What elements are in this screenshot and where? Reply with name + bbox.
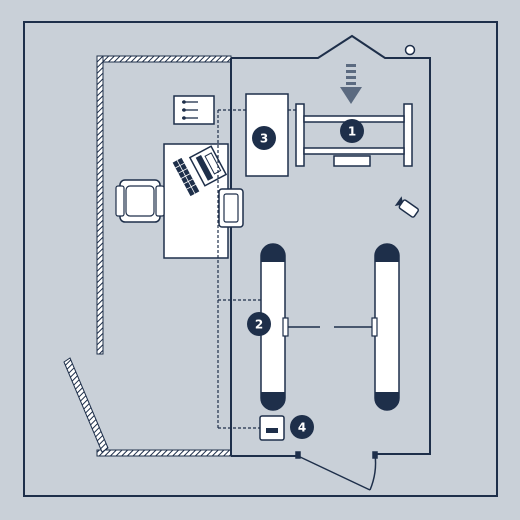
station-marker-2: 2 <box>247 312 271 336</box>
station-marker-4: 4 <box>290 415 314 439</box>
security-camera-icon <box>394 196 420 218</box>
wheel-balancer-icon <box>218 188 244 228</box>
vehicle-lift-icon <box>260 243 400 411</box>
station-label-2: 2 <box>255 318 263 332</box>
station-marker-3: 3 <box>252 126 276 150</box>
site-boundary <box>23 21 498 497</box>
cable-routes <box>217 109 296 429</box>
down-arrow-icon <box>340 64 362 104</box>
power-outlet-icon <box>259 415 285 441</box>
workshop-door <box>295 451 378 491</box>
office-chair-icon <box>115 179 165 223</box>
electrical-panel-icon <box>173 95 215 125</box>
lamp-icon <box>404 44 416 56</box>
station-label-3: 3 <box>260 132 268 146</box>
station-label-4: 4 <box>298 421 306 435</box>
workshop-walls <box>230 34 431 457</box>
keyboard-icon <box>172 157 200 197</box>
station-label-1: 1 <box>348 125 356 139</box>
station-marker-1: 1 <box>340 119 364 143</box>
computer-icon <box>188 145 228 187</box>
tire-changer-icon <box>295 103 413 167</box>
